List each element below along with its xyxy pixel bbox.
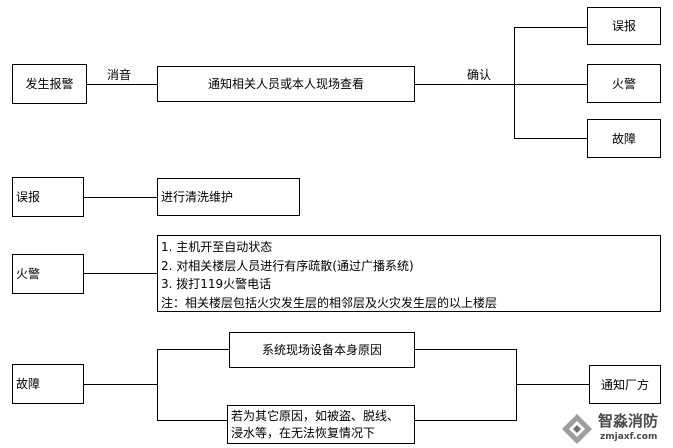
cleaning-maintenance-box: 进行清洗维护 (157, 178, 300, 216)
outcome-fire-alarm-box: 火警 (587, 64, 661, 103)
other-cause-line-2: 浸水等，在无法恢复情况下 (231, 426, 376, 440)
fire-alarm-label: 火警 (16, 267, 41, 281)
notify-manufacturer-label: 通知厂方 (600, 377, 649, 392)
fire-step-note: 注：相关楼层包括火灾发生层的相邻层及火灾发生层的以上楼层 (161, 295, 498, 310)
notify-manufacturer-box: 通知厂方 (589, 365, 661, 404)
outcome-fault-box: 故障 (587, 119, 661, 158)
alarm-start-box: 发生报警 (12, 64, 87, 104)
notify-check-label: 通知相关人员或本人现场查看 (207, 77, 364, 91)
fire-alarm-box: 火警 (12, 254, 84, 294)
outcome-fault-label: 故障 (611, 131, 636, 146)
alarm-start-label: 发生报警 (25, 77, 74, 91)
watermark-logo: 智淼消防 zmjaxf.com (560, 410, 673, 448)
other-cause-box: 若为其它原因，如被盗、脱线、 浸水等，在无法恢复情况下 (227, 405, 415, 444)
cleaning-maintenance-label: 进行清洗维护 (161, 190, 234, 204)
logo-url: zmjaxf.com (600, 432, 658, 442)
outcome-fire-alarm-label: 火警 (611, 76, 636, 91)
outcome-false-alarm-box: 误报 (587, 7, 661, 45)
confirm-edge-label: 确认 (467, 68, 492, 82)
notify-check-box: 通知相关人员或本人现场查看 (157, 66, 415, 102)
other-cause-line-1: 若为其它原因，如被盗、脱线、 (231, 409, 400, 423)
fire-alarm-steps-box: 1. 主机开至自动状态 2. 对相关楼层人员进行有序疏散(通过广播系统) 3. … (157, 235, 661, 312)
silence-edge-label: 消音 (107, 68, 132, 82)
outcome-false-alarm-label: 误报 (611, 19, 636, 33)
logo-mark-icon (562, 414, 592, 444)
site-device-cause-label: 系统现场设备本身原因 (261, 343, 382, 357)
site-device-cause-box: 系统现场设备本身原因 (229, 332, 415, 368)
false-alarm-label: 误报 (16, 190, 41, 204)
fault-label: 故障 (16, 377, 41, 391)
fire-step-2: 2. 对相关楼层人员进行有序疏散(通过广播系统) (161, 258, 414, 273)
fire-step-3: 3. 拨打119火警电话 (161, 277, 272, 291)
fault-box: 故障 (12, 364, 84, 404)
false-alarm-box: 误报 (12, 177, 84, 217)
fire-step-1: 1. 主机开至自动状态 (161, 240, 273, 254)
logo-title: 智淼消防 (598, 412, 659, 430)
